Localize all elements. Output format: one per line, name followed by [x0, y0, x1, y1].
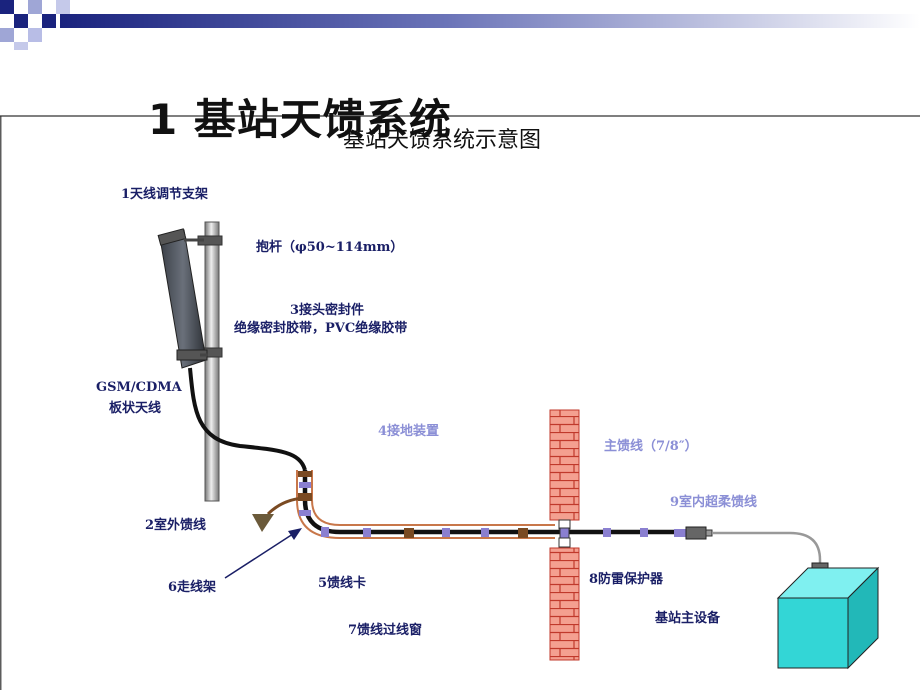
label-connector-seal: 3接头密封件	[290, 303, 365, 318]
wall-upper	[549, 409, 580, 521]
label-antenna-line1: GSM/CDMA	[96, 380, 182, 395]
feeder-window-bottom	[558, 537, 571, 548]
feeder-clamp	[603, 528, 611, 537]
grounding-clip	[518, 528, 528, 538]
label-grounding: 4接地装置	[378, 424, 440, 439]
label-main-feeder: 主馈线（7/8″）	[604, 439, 698, 454]
label-indoor-jumper: 9室内超柔馈线	[670, 495, 758, 510]
cable-tray-pointer	[224, 531, 297, 579]
label-insulation-tape: 绝缘密封胶带，PVC绝缘胶带	[234, 321, 408, 336]
main-feeder-cable	[302, 470, 690, 535]
header-band	[60, 14, 920, 28]
mounting-pole	[204, 221, 220, 502]
label-antenna-line2: 板状天线	[109, 401, 162, 416]
label-pole: 抱杆（φ50~114mm）	[256, 240, 404, 255]
label-feeder-window: 7馈线过线窗	[348, 623, 423, 638]
feeder-clamp	[363, 528, 371, 537]
bts-equipment	[776, 566, 880, 670]
feeder-clamp-v2	[299, 510, 311, 516]
cable-tray-inner	[311, 470, 555, 526]
ground-symbol	[252, 514, 274, 532]
connector-tip	[705, 529, 713, 537]
feeder-clamp	[640, 528, 648, 537]
grounding-clip-v	[298, 493, 312, 501]
wall-lower	[549, 547, 580, 661]
label-cable-tray: 6走线架	[168, 580, 217, 595]
slide-title: 1 基站天馈系统	[148, 95, 452, 144]
panel-antenna	[157, 228, 208, 369]
lightning-protector	[559, 527, 570, 539]
feeder-clamp-v1	[299, 482, 311, 488]
pointer-arrowhead	[288, 528, 302, 540]
label-outdoor-jumper: 2室外馈线	[145, 518, 207, 533]
cable-tray-outer	[296, 470, 555, 539]
label-feeder-clamp: 5馈线卡	[318, 576, 367, 591]
grounding-wire	[266, 496, 304, 516]
label-bts: 基站主设备	[655, 611, 721, 626]
connector-top	[298, 471, 312, 477]
label-antenna-bracket: 1天线调节支架	[121, 187, 209, 202]
feeder-clamp	[674, 529, 686, 537]
feeder-clamp	[321, 527, 329, 537]
outdoor-jumper-cable	[188, 367, 307, 471]
indoor-jumper-cable	[712, 531, 822, 566]
diagram-title: 基站天馈系统示意图	[343, 128, 542, 153]
grounding-clip	[404, 528, 414, 538]
feeder-clamp	[481, 528, 489, 537]
feeder-connector	[685, 526, 707, 540]
label-lightning-protector: 8防雷保护器	[589, 572, 664, 587]
header-decoration	[0, 0, 920, 50]
feeder-clamp	[442, 528, 450, 537]
